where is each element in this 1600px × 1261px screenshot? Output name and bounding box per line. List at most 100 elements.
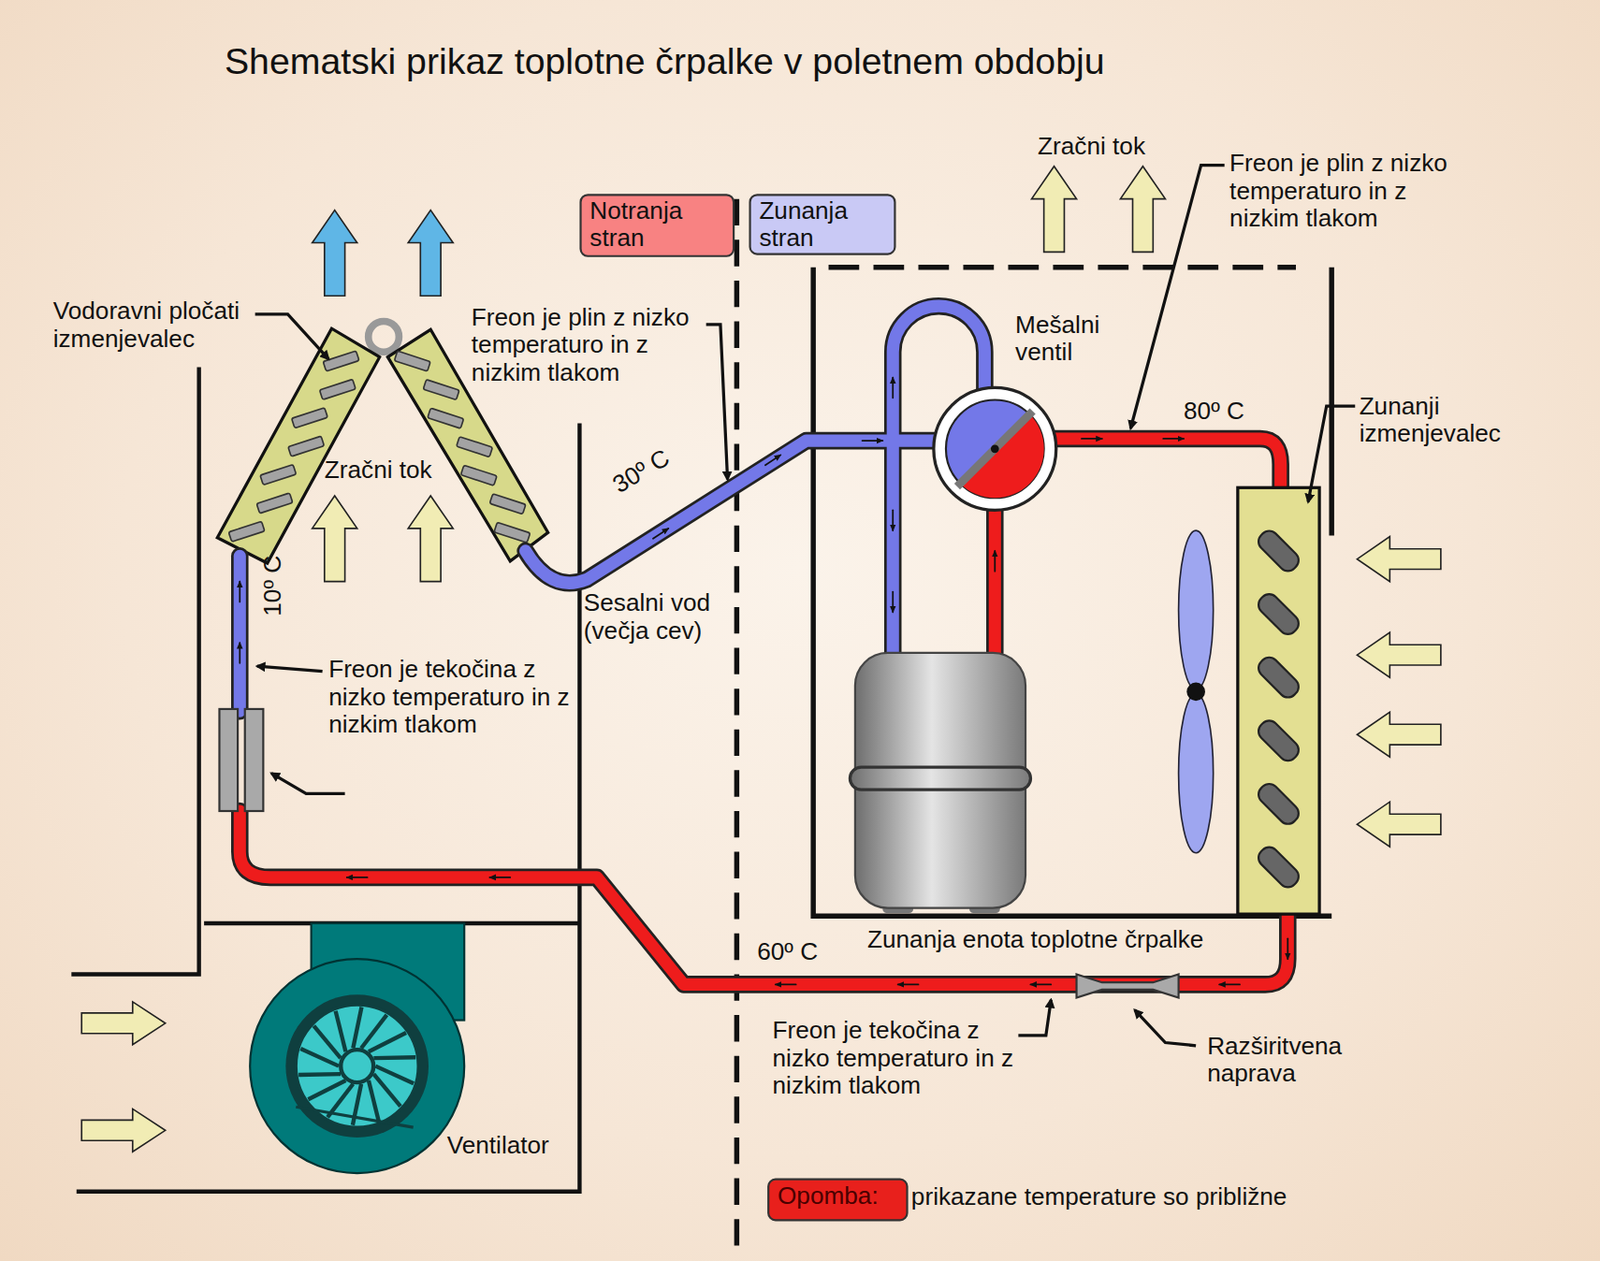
blower-blade <box>373 1074 401 1107</box>
drawing-part <box>813 267 1332 917</box>
drawing-part <box>945 399 1045 498</box>
drawing-part <box>239 438 1288 985</box>
coil-fin <box>322 350 360 372</box>
drawing-part <box>1356 801 1440 847</box>
coil-fin <box>422 379 460 401</box>
drawing-part <box>960 414 1045 499</box>
drawing-part <box>312 210 358 297</box>
label: 30º C <box>608 444 675 500</box>
coil-fin <box>456 436 494 458</box>
drawing-part <box>1237 487 1320 915</box>
label: Zunanji izmenjevalec <box>1359 392 1543 449</box>
drawing-part <box>368 321 400 353</box>
blower-blade <box>373 1055 416 1061</box>
drawing-part <box>295 1004 419 1128</box>
coil-fin <box>291 407 329 429</box>
label: Zračni tok <box>1037 132 1146 160</box>
coil-fin <box>460 465 497 486</box>
drawing-part <box>933 387 1057 510</box>
coil-fin <box>320 378 357 400</box>
label: Mešalni ventil <box>1015 311 1128 367</box>
drawing-part <box>249 959 465 1174</box>
label: Freon je plin z nizko temperaturo in z n… <box>1229 149 1480 233</box>
drawing-part <box>312 495 358 582</box>
drawing-part <box>1134 1010 1196 1047</box>
flow-arrow <box>489 876 510 879</box>
coil-fin <box>393 350 431 372</box>
label: Freon je plin z nizko temperaturo in z n… <box>471 304 717 387</box>
side-tag: Zunanja stran <box>748 193 896 255</box>
label: Zunanja enota toplotne črpalke <box>867 926 1204 954</box>
flow-arrow <box>775 984 797 987</box>
blower-blade <box>307 1080 346 1100</box>
blower-blade <box>352 1007 362 1049</box>
expansion-device <box>218 709 1179 999</box>
label: 10º C <box>259 555 287 617</box>
blower-blade <box>313 1026 341 1060</box>
label: Vodoravni pločati izmenjevalec <box>53 297 258 353</box>
drawing-part <box>1178 694 1214 854</box>
blower-blade <box>368 1080 379 1122</box>
label: 80º C <box>1183 397 1245 425</box>
drawing-part <box>71 367 199 975</box>
flow-arrow <box>1286 938 1289 960</box>
coil-fin <box>1254 780 1303 829</box>
drawing-part <box>407 495 453 582</box>
node-text: Opomba: <box>777 1182 899 1209</box>
coil-fin <box>288 436 325 457</box>
flow-arrow <box>898 984 919 987</box>
flow-arrow <box>238 581 241 603</box>
drawing-part <box>986 499 1004 654</box>
note-box: Opomba: <box>767 1178 908 1222</box>
drawing-part <box>849 767 1031 790</box>
blower-blade <box>298 1072 341 1077</box>
drawing-part <box>257 666 323 671</box>
drawing-part <box>407 210 453 297</box>
blower-blade <box>335 1011 347 1053</box>
label: Zračni tok <box>324 457 433 485</box>
drawing-part <box>525 440 940 583</box>
flow-arrow <box>1030 984 1051 987</box>
drawing-part <box>81 1002 165 1046</box>
divider <box>734 199 740 1248</box>
drawing-part <box>271 773 346 795</box>
drawing-part <box>1356 537 1440 582</box>
coil-fin <box>260 465 297 486</box>
drawing-part <box>239 811 1288 985</box>
coil-fin <box>1254 590 1303 639</box>
drawing-part <box>239 811 1288 985</box>
flow-arrow <box>891 378 894 399</box>
drawing-part <box>1120 166 1165 253</box>
flow-arrow <box>891 509 894 531</box>
drawing-part <box>1186 683 1206 702</box>
drawing-part <box>1254 526 1303 891</box>
coil-fin <box>427 407 465 429</box>
drawing-part <box>239 378 1288 986</box>
coil-fin <box>1254 526 1303 575</box>
flow-arrow <box>238 642 241 664</box>
drawing-part <box>295 1007 416 1129</box>
node-text: Zunanja stran <box>758 198 886 252</box>
drawing-part <box>1308 406 1355 503</box>
drawing-part <box>1178 530 1214 690</box>
drawing-part <box>239 305 1288 985</box>
drawing-part <box>1356 632 1440 678</box>
drawing-part <box>1328 267 1334 537</box>
drawing-part <box>989 499 1002 654</box>
flow-arrow <box>653 528 669 539</box>
drawing-part <box>1076 974 1179 998</box>
flow-arrow <box>347 876 368 879</box>
propeller <box>1178 530 1214 854</box>
drawing-part <box>525 440 940 583</box>
flow-arrow <box>1163 437 1184 440</box>
drawing-part <box>218 709 238 812</box>
leader-lines <box>255 165 1356 1047</box>
drawing-part <box>957 410 1033 487</box>
flow-arrow <box>1081 437 1103 440</box>
flow-arrow <box>765 454 781 466</box>
blower-blade <box>368 1032 407 1052</box>
drawing-part <box>1050 438 1280 491</box>
drawing-part <box>231 555 249 712</box>
drawing-part <box>245 709 264 812</box>
